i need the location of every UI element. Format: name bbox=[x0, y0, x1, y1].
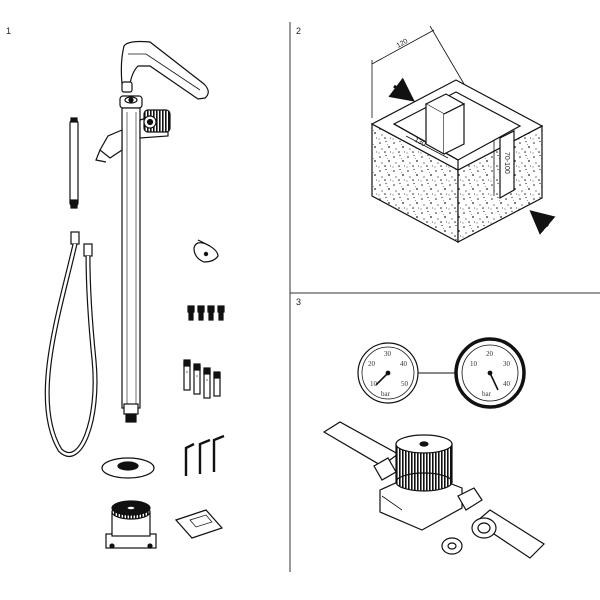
gauge-right-tick-10: 10 bbox=[470, 360, 478, 368]
small-screws bbox=[187, 305, 225, 321]
standpipe bbox=[121, 107, 141, 423]
hand-shower bbox=[69, 117, 79, 209]
gauge-left-unit: bar bbox=[381, 390, 391, 398]
spout bbox=[120, 40, 209, 100]
gauge-needle-left bbox=[375, 372, 389, 386]
shower-hose bbox=[44, 231, 98, 457]
valve-body bbox=[373, 434, 497, 539]
dim-ext-right bbox=[429, 25, 465, 85]
gauge-right-tick-40: 40 bbox=[503, 380, 511, 388]
dim-width-label: 120 bbox=[396, 38, 410, 50]
dim-length-line bbox=[405, 135, 449, 159]
top-connector bbox=[119, 95, 143, 109]
panel-3-pressure bbox=[322, 337, 545, 559]
pressure-gauge-right bbox=[454, 337, 526, 409]
gauge-right-labels: 10 20 30 40 bar bbox=[470, 350, 511, 398]
shower-holder bbox=[95, 129, 123, 163]
gauge-right-unit: bar bbox=[482, 390, 492, 398]
gauge-left-tick-30: 30 bbox=[384, 350, 392, 358]
panel-number-3: 3 bbox=[296, 297, 301, 307]
gauge-needle-right bbox=[489, 372, 499, 391]
arrow-insert-right bbox=[529, 210, 556, 235]
dim-length-label: 130 bbox=[413, 137, 427, 149]
clip bbox=[193, 239, 219, 263]
sealing-washer bbox=[441, 537, 463, 555]
panel-2-box bbox=[370, 25, 556, 244]
concealed-box bbox=[105, 500, 157, 549]
panel-1-parts bbox=[44, 40, 225, 549]
gauge-left-tick-20: 20 bbox=[368, 360, 376, 368]
gauge-right-tick-20: 20 bbox=[486, 350, 494, 358]
panel-number-2: 2 bbox=[296, 26, 301, 36]
arrow-insert-left bbox=[388, 77, 415, 102]
gauge-left-tick-50: 50 bbox=[401, 380, 409, 388]
sealing-pad bbox=[174, 509, 224, 539]
panel-number-1: 1 bbox=[6, 26, 11, 36]
floor-flange bbox=[101, 457, 155, 479]
mixer-handle bbox=[139, 109, 171, 139]
allen-keys bbox=[184, 434, 225, 476]
gauge-left-labels: 10 20 30 40 50 bar bbox=[368, 350, 409, 398]
dim-depth-label: 70-100 bbox=[503, 152, 510, 174]
dim-width-line bbox=[371, 29, 435, 65]
wall-anchors bbox=[183, 359, 221, 399]
gauge-left-tick-40: 40 bbox=[400, 360, 408, 368]
gauge-right-tick-30: 30 bbox=[503, 360, 511, 368]
panel-dividers bbox=[289, 22, 600, 572]
pressure-gauge-left bbox=[357, 342, 419, 404]
gauge-left-tick-10: 10 bbox=[370, 380, 378, 388]
